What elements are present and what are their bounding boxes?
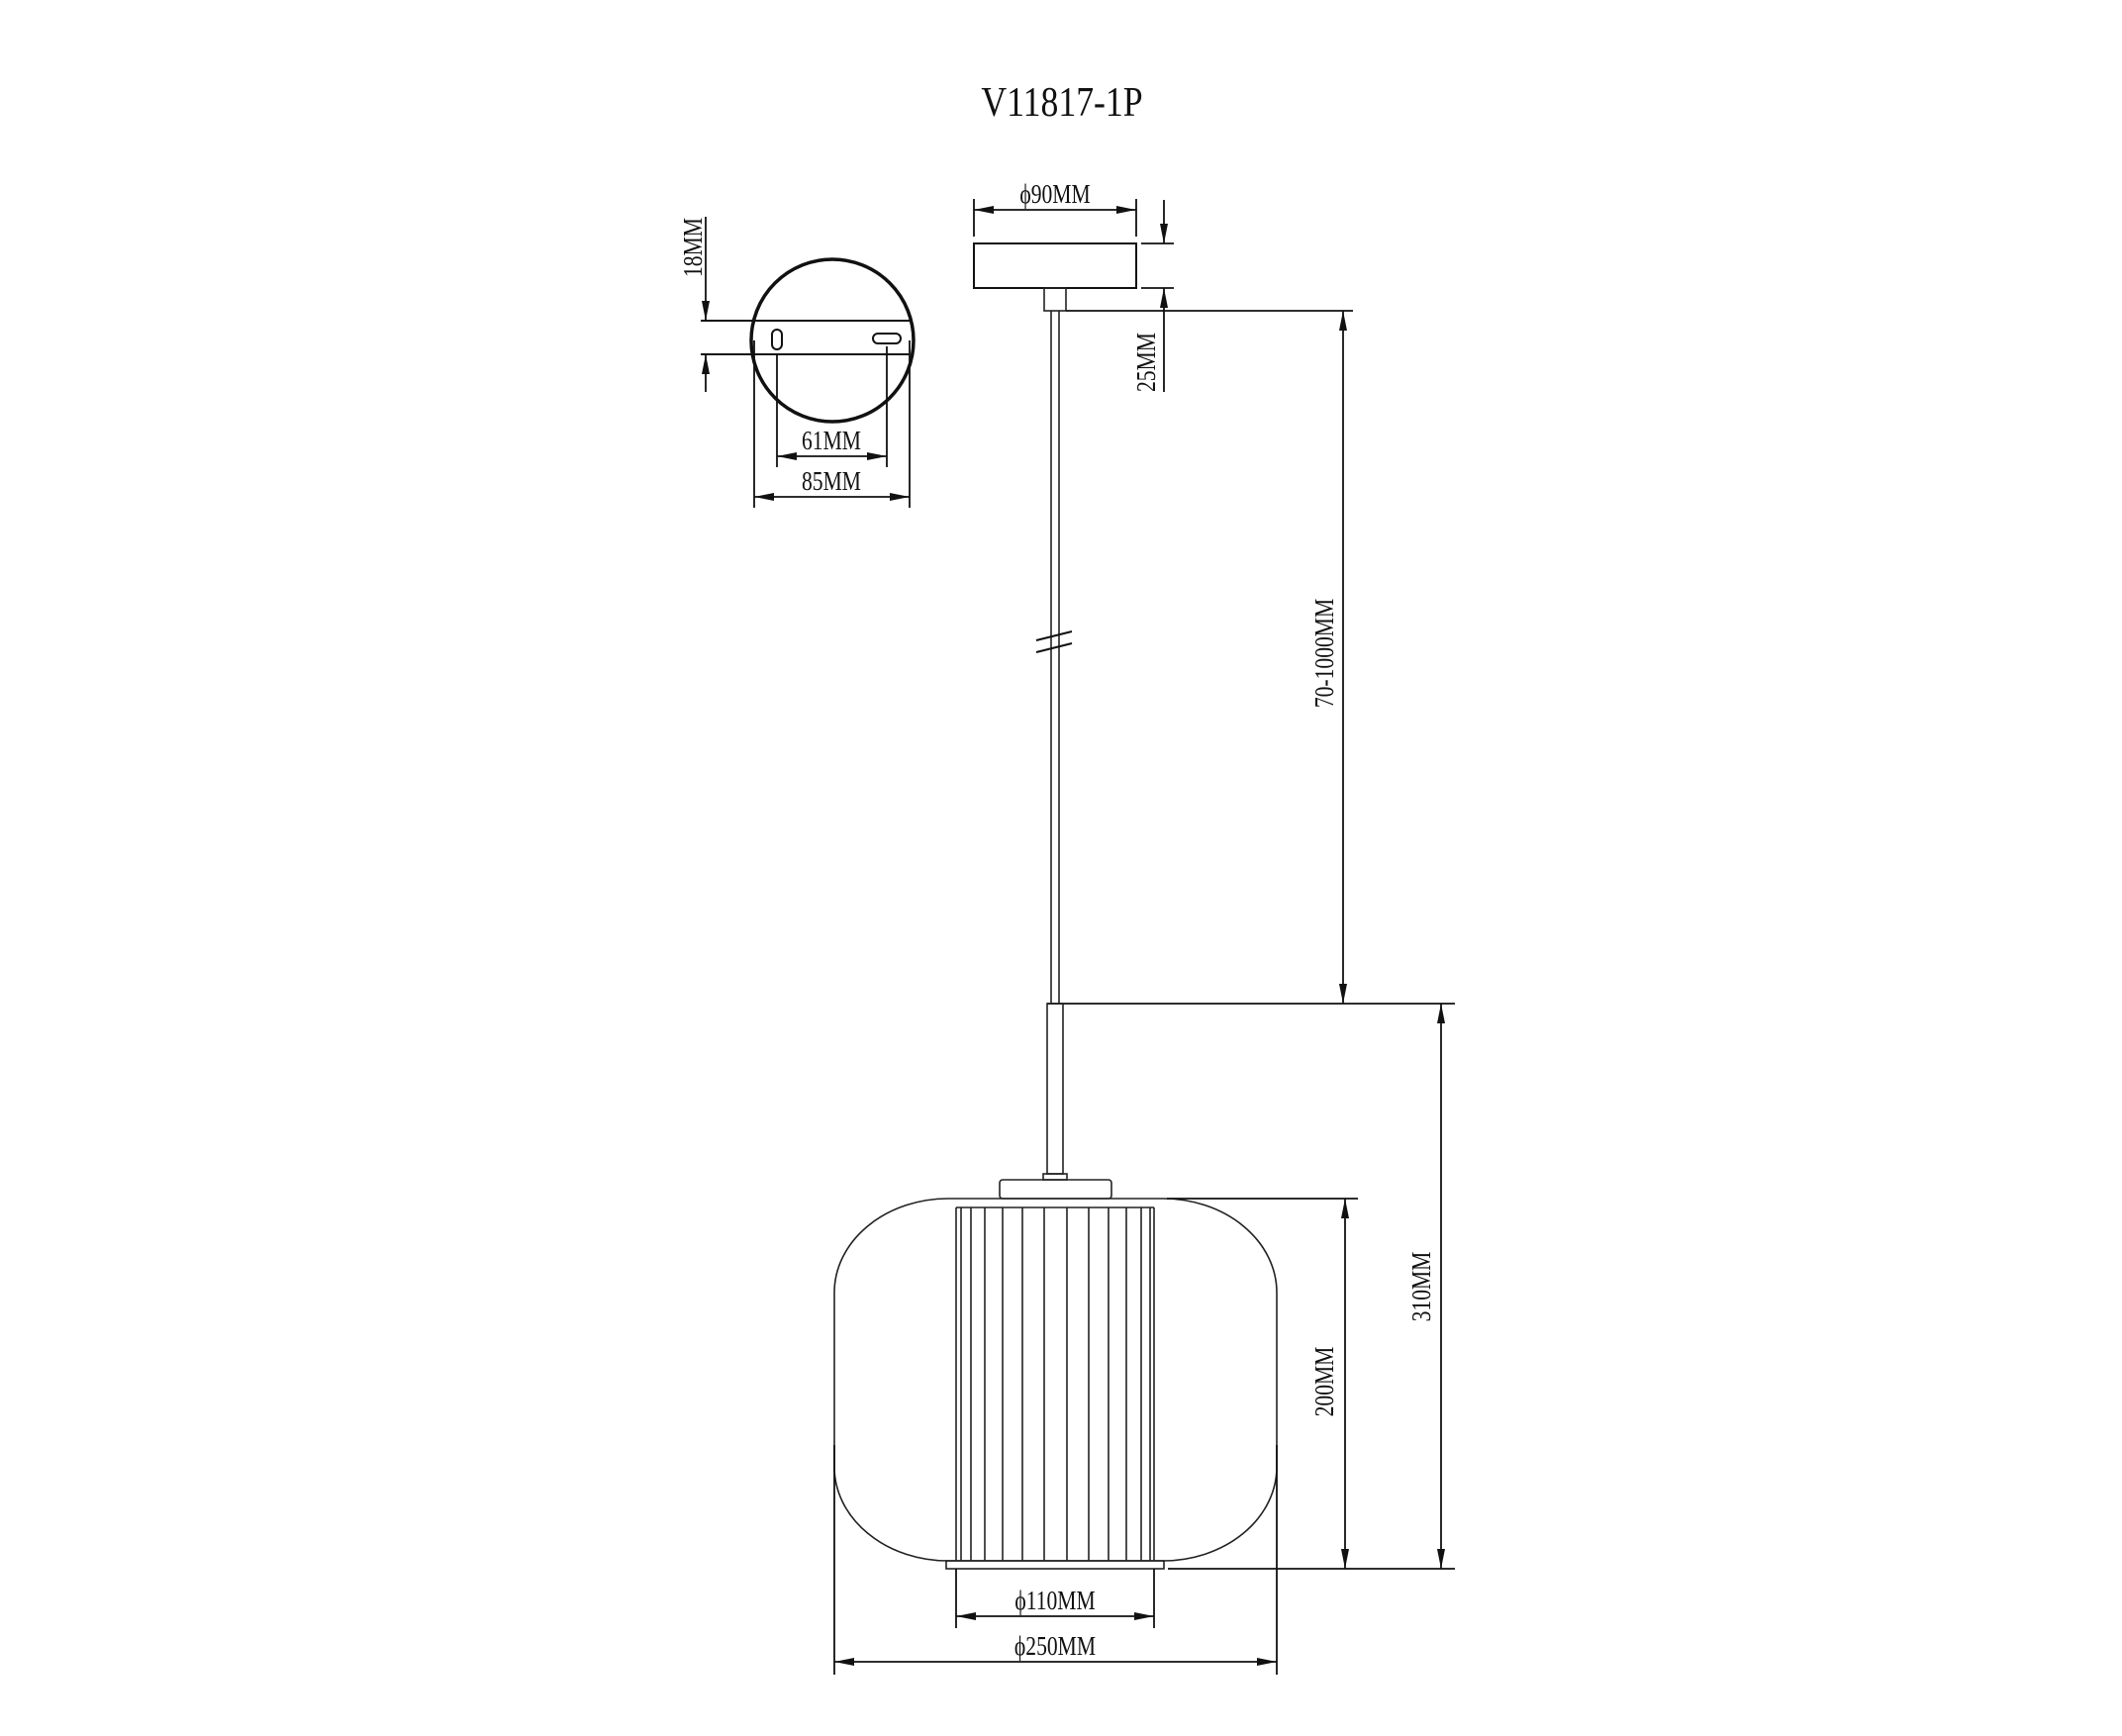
break-mark	[1035, 630, 1073, 641]
shade-dimensions: 200MM 310MM ϕ110MM ϕ250MM	[833, 1004, 1455, 1675]
dim-total-height: 310MM	[1407, 1251, 1437, 1321]
dim-glass-height: 200MM	[1310, 1346, 1340, 1416]
dim-canopy-height: 25MM	[1132, 333, 1162, 392]
dim-plate-width: 85MM	[802, 467, 861, 497]
dim-canopy-diameter: ϕ90MM	[1019, 180, 1091, 210]
dim-inner-diameter: ϕ110MM	[1014, 1587, 1096, 1616]
dim-hole-spacing: 61MM	[802, 427, 861, 456]
canopy: ϕ90MM 25MM	[973, 180, 1174, 392]
dim-plate-height: 18MM	[679, 218, 709, 277]
mounting-slot-left	[771, 329, 783, 350]
ribbed-inner-cylinder	[955, 1206, 1155, 1561]
dim-rod-length: 70-1000MM	[1310, 599, 1340, 709]
mounting-plate-view: 18MM 61MM 85MM	[679, 217, 916, 508]
glass-shade	[833, 1179, 1278, 1570]
ceiling-plate-circle	[749, 257, 916, 424]
dim-shade-diameter: ϕ250MM	[1014, 1632, 1096, 1662]
drawing-title: V11817-1P	[981, 79, 1142, 125]
outer-glass	[833, 1198, 1278, 1562]
suspension-rod: 70-1000MM	[1035, 310, 1455, 1181]
mounting-slot-right	[872, 333, 902, 344]
